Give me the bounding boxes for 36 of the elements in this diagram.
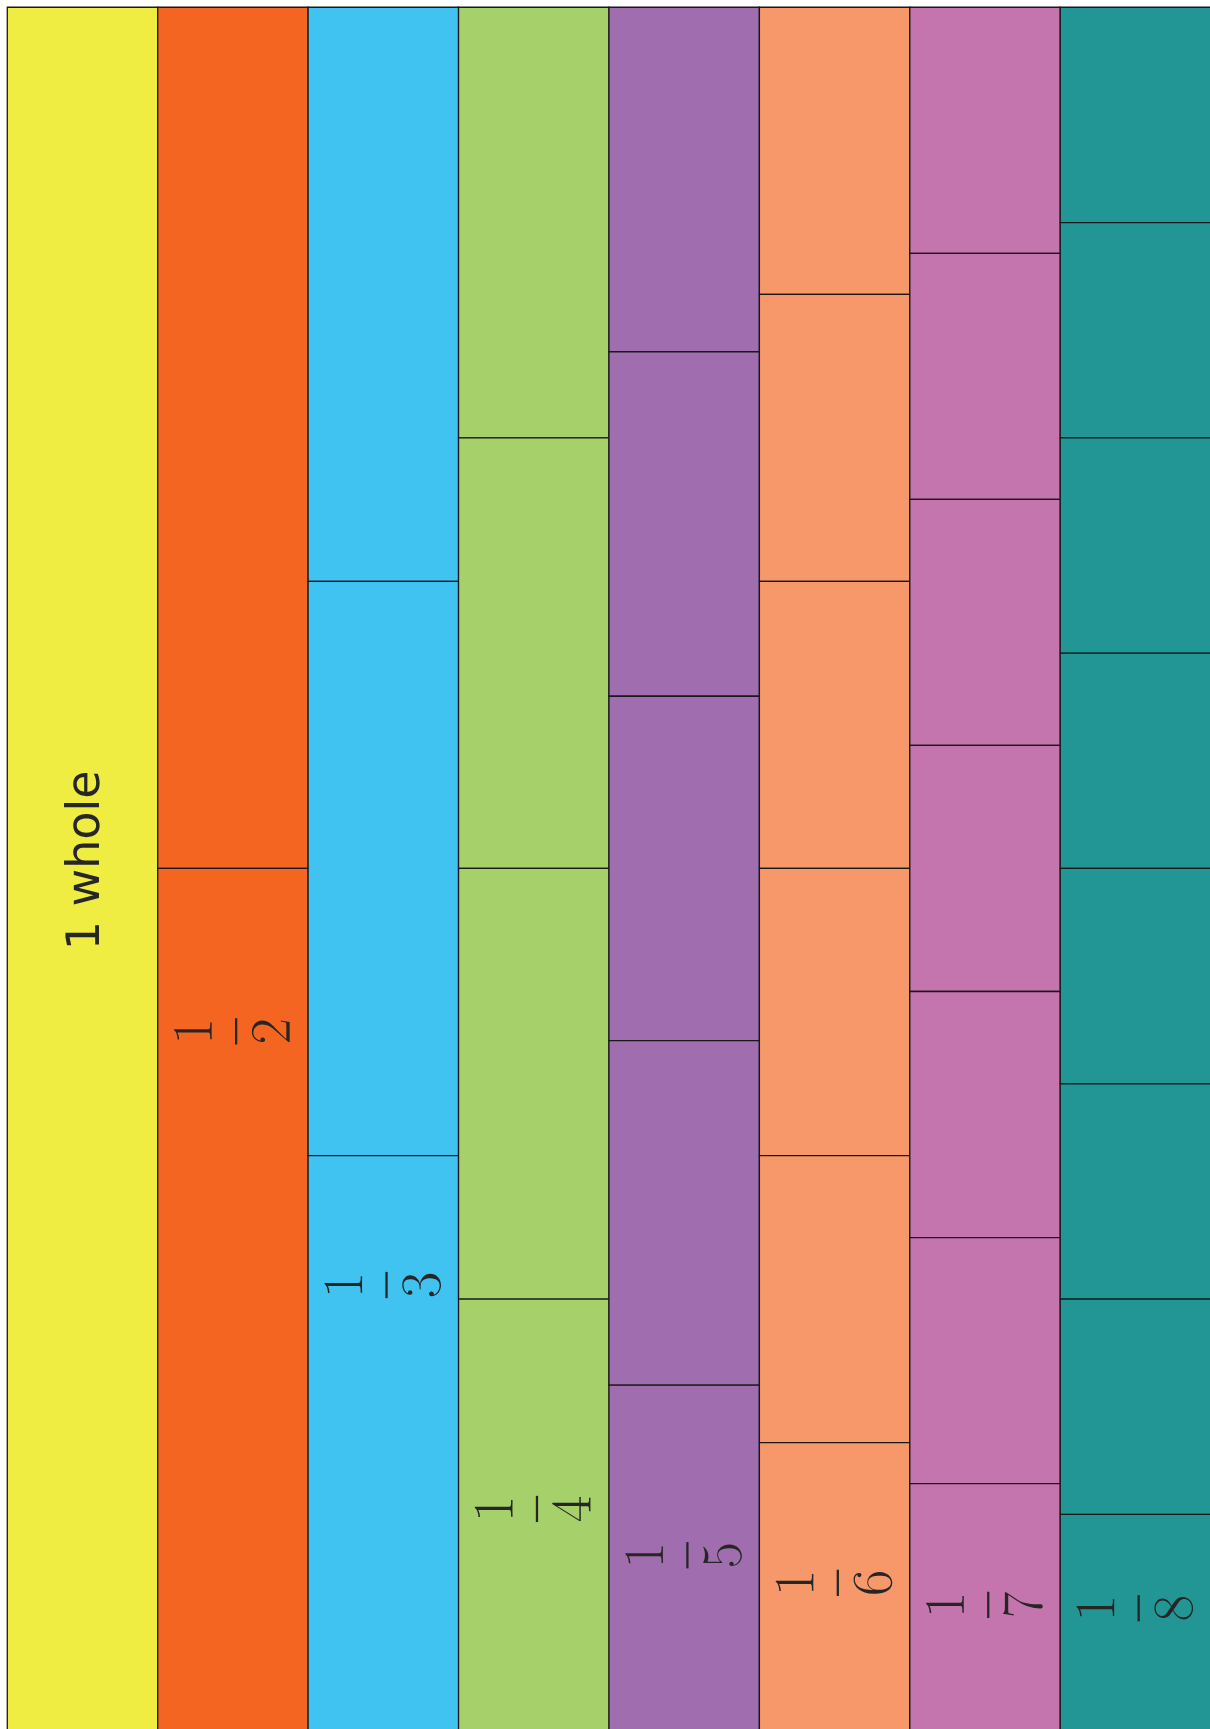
fraction-bar [758, 580, 911, 870]
fraction-bar [1059, 1298, 1210, 1515]
fraction-bar [608, 695, 761, 1042]
fraction-bar: $\frac{1}{8}$ [1059, 1513, 1210, 1729]
fraction-bar [758, 293, 911, 583]
fraction-bar: $\frac{1}{6}$ [758, 1441, 911, 1729]
fraction-bar [1059, 867, 1210, 1085]
fraction-bar [758, 867, 911, 1157]
fraction-bar [758, 1154, 911, 1444]
fraction-bar: $\frac{1}{5}$ [608, 1384, 761, 1729]
fraction-bar [909, 252, 1061, 501]
fraction-bar [758, 6, 911, 295]
fraction-bar: $\frac{1}{4}$ [457, 1298, 610, 1729]
fraction-bar: $\frac{1}{3}$ [307, 1154, 460, 1729]
fraction-bar [1059, 652, 1210, 870]
fraction-bar [457, 6, 610, 439]
fraction-bar [909, 498, 1061, 747]
fraction-bar [608, 1040, 761, 1386]
fraction-bar [307, 6, 460, 583]
fraction-bar [457, 437, 610, 870]
fraction-bar [909, 6, 1061, 254]
fraction-bar [157, 6, 309, 870]
fraction-bar [1059, 1083, 1210, 1300]
fraction-bar: $\frac{1}{2}$ [157, 867, 309, 1729]
fraction-bar [909, 1236, 1061, 1485]
fraction-bar [1059, 221, 1210, 439]
fraction-bar [307, 580, 460, 1157]
fraction-bar [608, 6, 761, 353]
fraction-bar [1059, 437, 1210, 654]
fraction-bar [1059, 6, 1210, 224]
fraction-bar [909, 990, 1061, 1239]
fraction-bar: 1 whole [6, 6, 159, 1729]
fraction-bar [457, 867, 610, 1300]
fraction-bar [608, 351, 761, 697]
fraction-bar [909, 744, 1061, 993]
fraction-bar: $\frac{1}{7}$ [909, 1482, 1061, 1729]
